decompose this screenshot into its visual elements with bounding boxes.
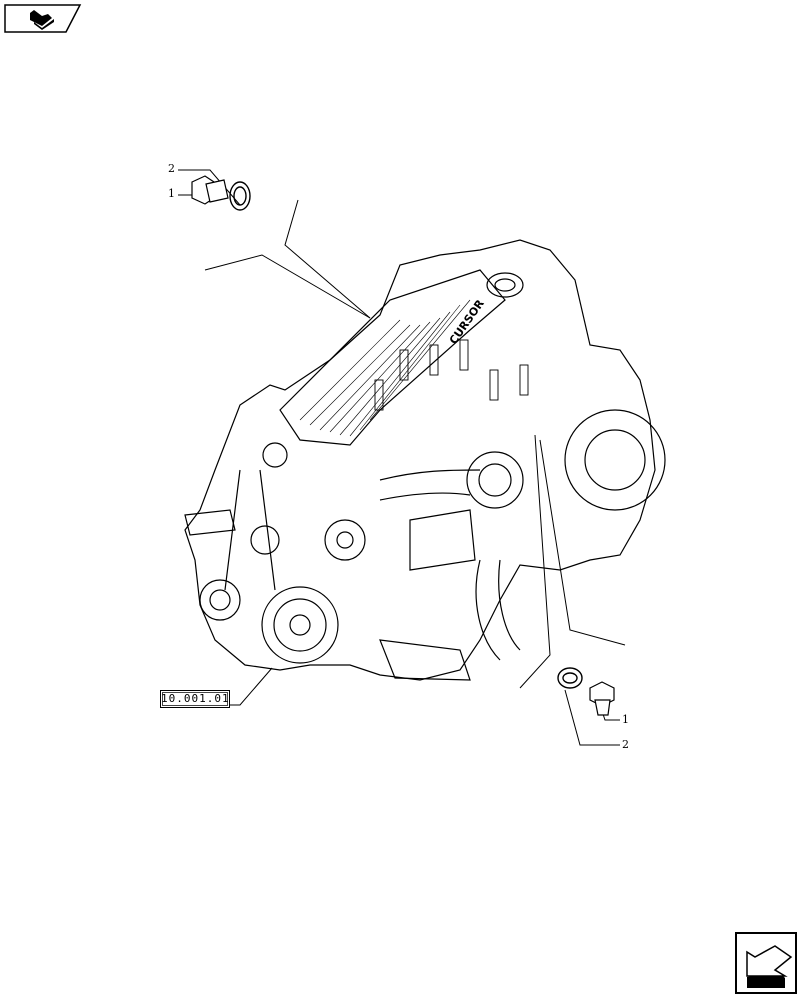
callout-label-1-bottom: 1	[622, 713, 629, 726]
leader-top-pointer-a	[204, 254, 371, 319]
washer-part-2-top	[229, 181, 251, 211]
leader-bottom-2	[564, 689, 620, 746]
engine-outline	[184, 239, 656, 681]
plug-part-1-top	[191, 175, 229, 205]
washer-part-2-bottom	[557, 667, 583, 689]
book-open-icon	[4, 4, 82, 33]
crank-pulley	[261, 586, 339, 664]
callout-label-2-top: 2	[168, 162, 175, 175]
reference-link-10-001-01[interactable]: 10.001.01	[160, 690, 230, 708]
book-nav-badge[interactable]	[4, 4, 82, 33]
leader-bottom-a	[519, 434, 551, 689]
callout-label-1-top: 1	[168, 187, 175, 200]
callout-label-2-bottom: 2	[622, 738, 629, 751]
engine-brand-text: CURSOR	[447, 297, 487, 347]
previous-page-button[interactable]	[735, 932, 797, 994]
rocker-cover	[279, 269, 506, 446]
leader-ref	[228, 667, 273, 706]
plug-part-1-bottom	[589, 681, 615, 716]
leader-top-pointer-b	[284, 199, 371, 319]
leader-bottom-b	[539, 439, 626, 646]
previous-page-arrow-icon	[735, 932, 797, 994]
